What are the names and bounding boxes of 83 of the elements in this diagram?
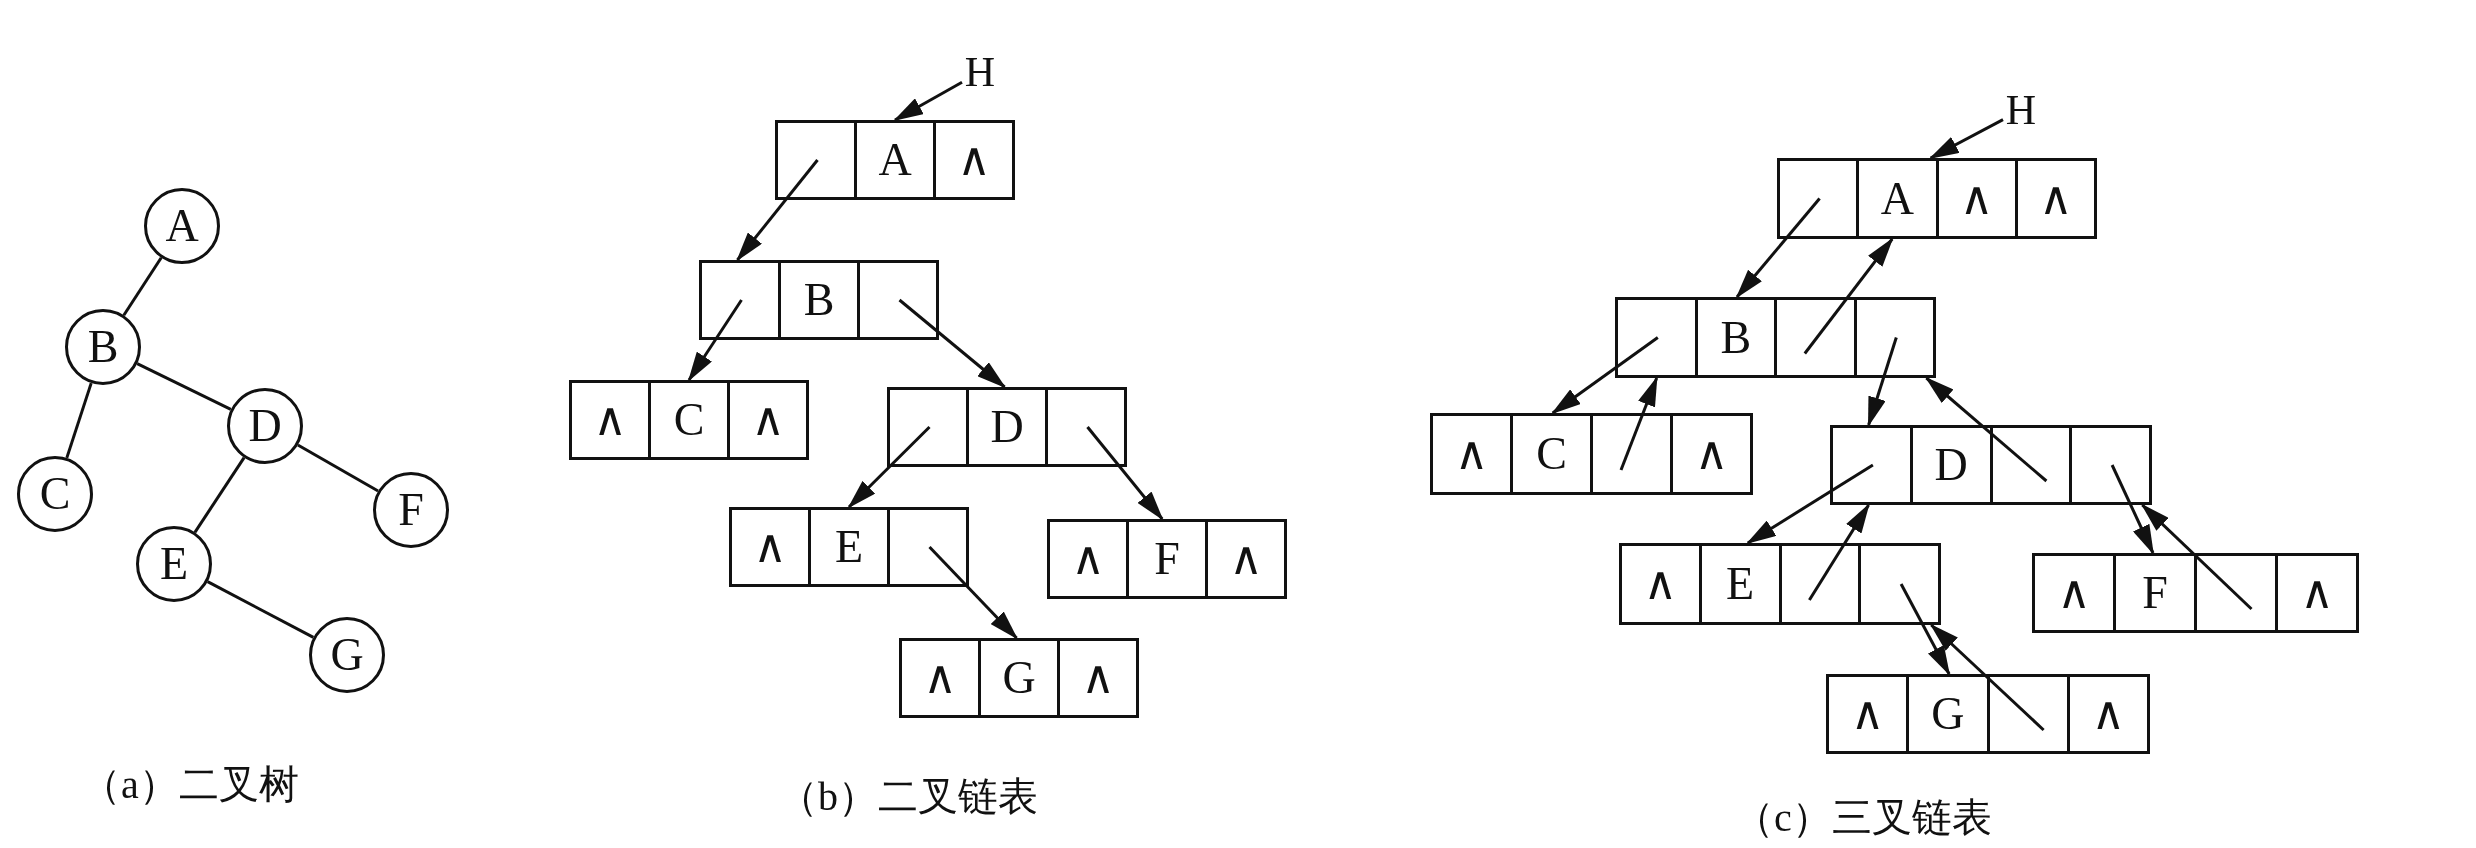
node-field: ∧: [732, 510, 811, 584]
head-pointer-label: H: [962, 48, 998, 96]
caption: （c）三叉链表: [1734, 798, 1992, 838]
caption: （b）二叉链表: [778, 777, 1038, 817]
node-field: ∧: [936, 123, 1015, 197]
linked-list-node: [2032, 553, 2359, 633]
pointer-arrow: [1803, 237, 1894, 355]
node-field: ∧: [2035, 556, 2116, 630]
pointer-arrow: [1867, 337, 1898, 427]
linked-list-node: [1826, 674, 2150, 754]
node-field: ∧: [1208, 522, 1287, 596]
pointer-arrow: [847, 425, 931, 509]
pointer-arrow: [687, 299, 743, 382]
linked-list-node: [1615, 297, 1936, 378]
pointer-arrow: [2140, 503, 2253, 611]
node-field: E: [1701, 546, 1782, 622]
pointer-arrow: [898, 298, 1007, 389]
pointer-arrow: [928, 545, 1018, 640]
pointer-arrow: [1928, 118, 2004, 160]
pointer-arrow: [1746, 463, 1874, 545]
node-field: E: [811, 510, 890, 584]
pointer-arrow: [2110, 464, 2155, 555]
linked-list-node: [775, 120, 1015, 200]
tree-node: G: [309, 617, 385, 693]
node-field: ∧: [1673, 416, 1753, 492]
pointer-arrow: [893, 80, 963, 122]
node-field: B: [1697, 300, 1777, 375]
tree-edge: [206, 580, 315, 639]
node-field: D: [969, 390, 1048, 464]
node-field: C: [651, 383, 730, 457]
pointer-arrow: [1929, 623, 2045, 732]
node-field: ∧: [1050, 522, 1129, 596]
node-field: F: [1129, 522, 1208, 596]
tree-node: A: [144, 188, 220, 264]
node-field: ∧: [730, 383, 809, 457]
node-field: A: [857, 123, 936, 197]
node-field: ∧: [1060, 641, 1139, 715]
tree-node: B: [65, 309, 141, 385]
node-field: D: [1912, 428, 1993, 502]
node-field: F: [2116, 556, 2197, 630]
node-field: ∧: [2017, 161, 2097, 236]
tree-edge: [122, 257, 163, 316]
node-field: G: [1909, 677, 1990, 751]
linked-list-node: [1619, 543, 1941, 625]
node-field: ∧: [902, 641, 981, 715]
linked-list-node: [887, 387, 1127, 467]
caption: （a）二叉树: [81, 765, 299, 805]
tree-edge: [193, 456, 246, 534]
node-field: ∧: [2069, 677, 2150, 751]
linked-list-node: [1430, 413, 1753, 495]
linked-list-node: [699, 260, 939, 340]
node-field: ∧: [2278, 556, 2359, 630]
node-field: ∧: [1433, 416, 1513, 492]
linked-list-node: [1047, 519, 1287, 599]
node-field: A: [1859, 161, 1939, 236]
tree-node: E: [136, 526, 212, 602]
tree-node: C: [17, 456, 93, 532]
node-field: ∧: [1622, 546, 1702, 622]
pointer-arrow: [1808, 503, 1870, 601]
pointer-arrow: [1899, 583, 1951, 676]
tree-edge: [136, 362, 232, 411]
pointer-arrow: [1735, 197, 1821, 299]
tree-node: D: [227, 388, 303, 464]
tree-node: F: [373, 472, 449, 548]
linked-list-node: [1830, 425, 2152, 505]
node-field: G: [981, 641, 1060, 715]
linked-list-node: [899, 638, 1139, 718]
pointer-arrow: [1924, 376, 2048, 483]
pointer-arrow: [1086, 426, 1164, 521]
tree-edge: [65, 382, 93, 459]
pointer-arrow: [736, 159, 819, 262]
node-field: C: [1513, 416, 1593, 492]
linked-list-node: [729, 507, 969, 587]
node-field: ∧: [1938, 161, 2018, 236]
tree-edge: [297, 443, 379, 493]
linked-list-node: [1777, 158, 2097, 239]
linked-list-node: [569, 380, 809, 460]
node-field: B: [781, 263, 860, 337]
pointer-arrow: [1619, 376, 1659, 471]
node-field: ∧: [1829, 677, 1910, 751]
head-pointer-label: H: [2003, 86, 2039, 134]
pointer-arrow: [1551, 336, 1659, 415]
node-field: ∧: [572, 383, 651, 457]
